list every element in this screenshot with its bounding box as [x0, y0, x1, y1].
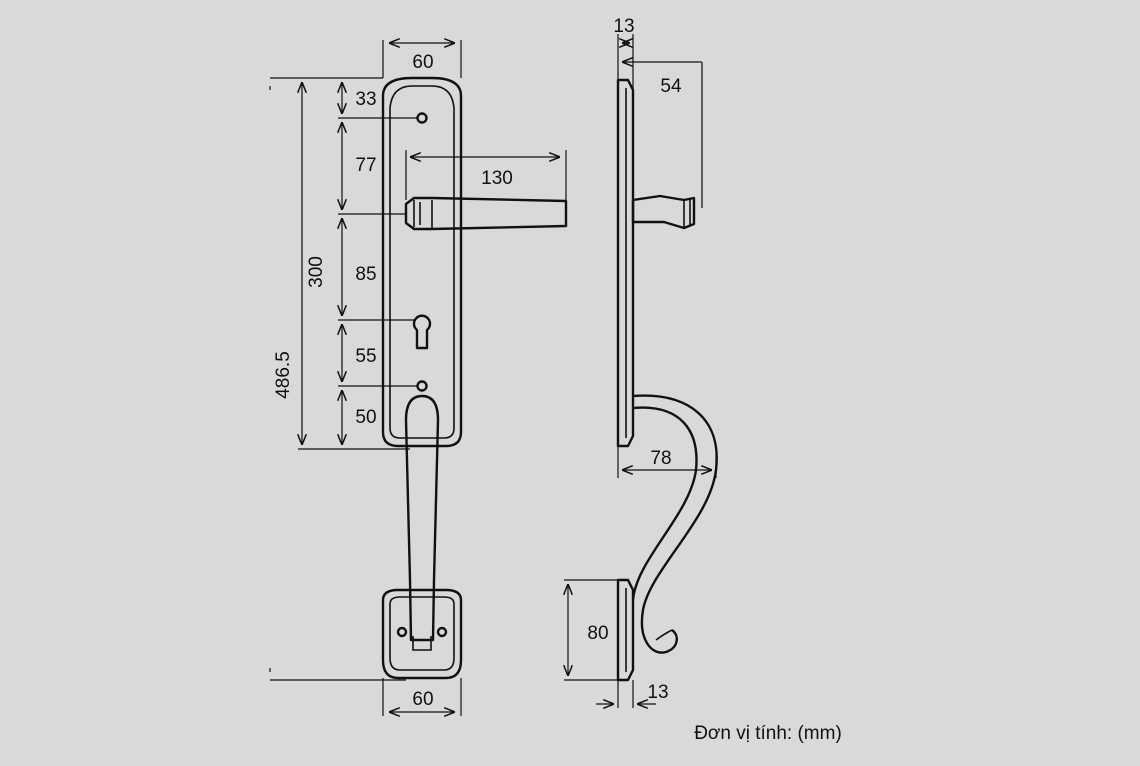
segment-label-5: 50: [355, 407, 376, 428]
bottom-left-screw-icon: [396, 626, 408, 638]
grip-handle: [404, 394, 440, 642]
segment-label-1: 33: [355, 89, 376, 110]
top-screw-icon: [416, 112, 428, 124]
base-height-label: 80: [587, 623, 608, 644]
lever-length-label: 130: [481, 168, 513, 189]
top-plate-outline: [381, 76, 463, 448]
front-bottom-width-label: 60: [412, 689, 433, 710]
base-thickness-label: 13: [647, 682, 668, 703]
bottom-plate-outline: [381, 588, 463, 680]
plate-height-label: 300: [306, 256, 327, 288]
segment-label-3: 85: [355, 264, 376, 285]
side-plate-thickness-label: 13: [613, 16, 634, 37]
handle-projection-label: 78: [650, 448, 671, 469]
side-view: 13 54 78 80 13: [564, 16, 718, 708]
segment-label-4: 55: [355, 346, 376, 367]
front-top-width-label: 60: [412, 52, 433, 73]
middle-screw-icon: [416, 380, 428, 392]
side-lever-profile: [631, 194, 696, 230]
bottom-right-screw-icon: [436, 626, 448, 638]
lever-handle: [404, 196, 568, 231]
lever-projection-label: 54: [660, 76, 682, 97]
front-view: 60 130 33 77 85 55 50 300 486.5 60: [269, 40, 568, 716]
unit-note: Đơn vị tính: (mm): [694, 723, 842, 744]
top-plate-inner: [389, 85, 455, 439]
total-height-label: 486.5: [273, 351, 294, 399]
side-grip-curve: [632, 394, 718, 654]
bottom-plate-inner: [389, 596, 455, 671]
keyhole-icon: [412, 314, 432, 350]
segment-label-2: 77: [355, 155, 376, 176]
